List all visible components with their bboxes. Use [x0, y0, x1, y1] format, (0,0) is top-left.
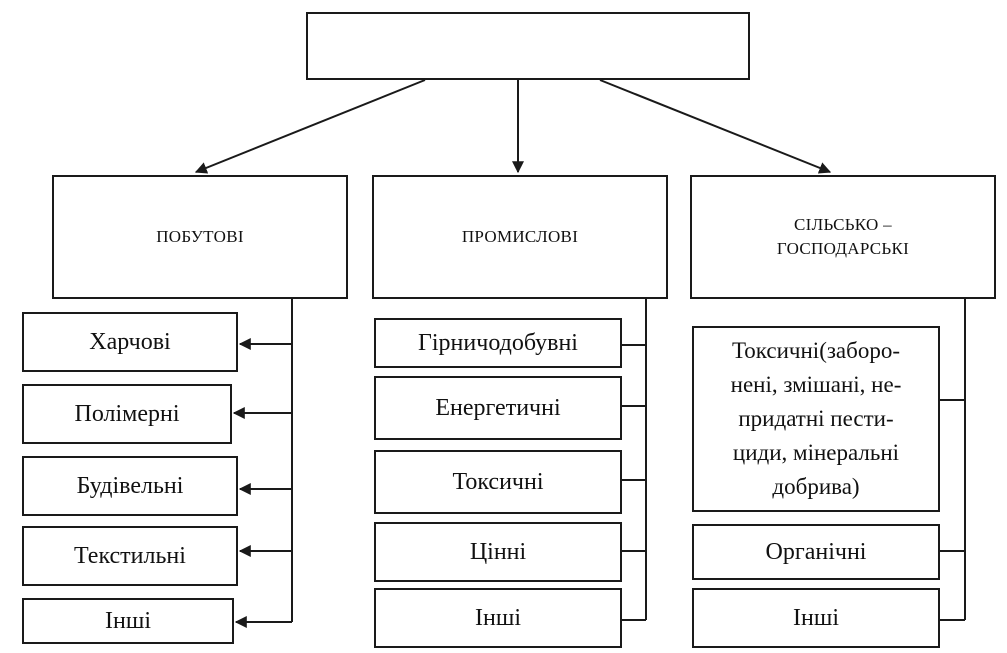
household-item-label: Інші	[105, 607, 151, 634]
industrial-item: Гірничодобувні	[374, 318, 622, 368]
household-item: Текстильні	[22, 526, 238, 586]
household-item-label: Текстильні	[74, 542, 186, 569]
industrial-item-label: Цінні	[469, 538, 527, 565]
industrial-item: Токсичні	[374, 450, 622, 514]
category-household: ПОБУТОВІ	[52, 175, 348, 299]
household-item: Полімерні	[22, 384, 232, 444]
agricultural-item: Токсичні(заборо- нені, змішані, не- прид…	[692, 326, 940, 512]
household-item: Харчові	[22, 312, 238, 372]
category-industrial: ПРОМИСЛОВІ	[372, 175, 668, 299]
household-item-label: Харчові	[89, 328, 171, 355]
industrial-item: Інші	[374, 588, 622, 648]
category-agricultural: СІЛЬСЬКО – ГОСПОДАРСЬКІ	[690, 175, 996, 299]
root-box	[306, 12, 750, 80]
industrial-item-label: Енергетичні	[435, 394, 561, 421]
agricultural-item-label: Токсичні(заборо- нені, змішані, не- прид…	[730, 338, 902, 499]
household-item: Будівельні	[22, 456, 238, 516]
agricultural-item: Інші	[692, 588, 940, 648]
category-industrial-label: ПРОМИСЛОВІ	[461, 227, 579, 246]
industrial-item: Цінні	[374, 522, 622, 582]
industrial-item-label: Гірничодобувні	[418, 329, 578, 356]
household-item-label: Будівельні	[76, 472, 184, 499]
agricultural-item-label: Органічні	[765, 538, 867, 565]
agricultural-item: Органічні	[692, 524, 940, 580]
industrial-item-label: Інші	[475, 604, 521, 631]
industrial-item-label: Токсичні	[452, 468, 544, 495]
arrow-root-to-household	[194, 79, 426, 174]
category-household-label: ПОБУТОВІ	[156, 227, 244, 246]
arrow-root-to-agricultural	[599, 79, 832, 174]
industrial-item: Енергетичні	[374, 376, 622, 440]
agricultural-item-label: Інші	[793, 604, 839, 631]
category-agricultural-label: СІЛЬСЬКО – ГОСПОДАРСЬКІ	[776, 215, 910, 258]
household-item: Інші	[22, 598, 234, 644]
household-item-label: Полімерні	[74, 400, 180, 427]
